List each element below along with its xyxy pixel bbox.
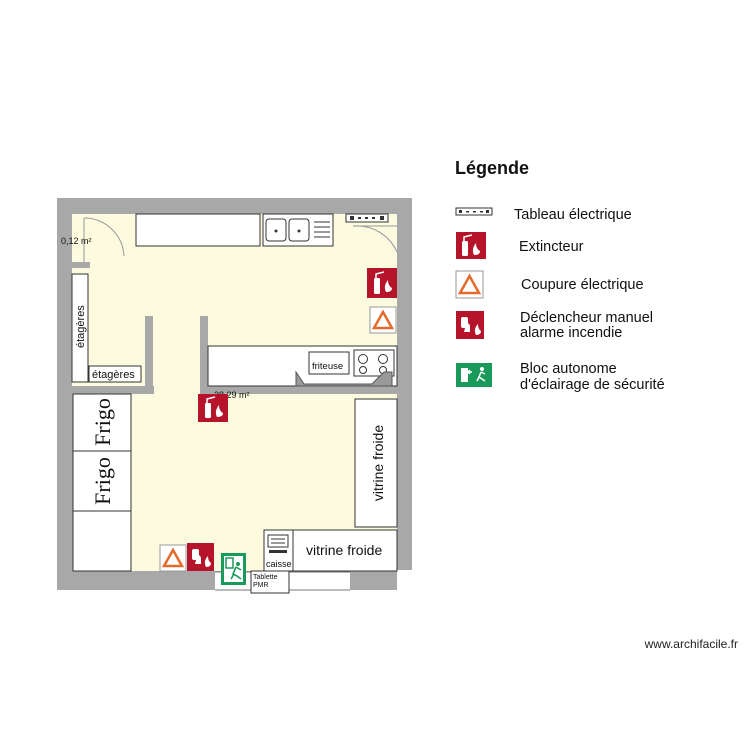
- svg-text:vitrine froide: vitrine froide: [370, 425, 386, 501]
- svg-text:caisse: caisse: [266, 559, 292, 569]
- svg-text:Frigo: Frigo: [90, 457, 115, 505]
- svg-text:vitrine froide: vitrine froide: [306, 542, 382, 558]
- legend-manual-alarm-line1: Déclencheur manuel: [520, 310, 653, 326]
- svg-text:PMR: PMR: [253, 582, 269, 589]
- watermark[interactable]: www.archifacile.fr: [644, 637, 738, 651]
- emergency-exit-icon-entrance: [221, 553, 246, 585]
- legend-extinguisher-icon: [456, 232, 486, 259]
- small-room-door: [83, 217, 125, 262]
- power-cutoff-icon-entrance: [159, 544, 187, 572]
- power-cutoff-icon-kitchen: [369, 306, 397, 334]
- svg-text:étagères: étagères: [92, 369, 135, 381]
- extinguisher-icon-kitchen: [367, 268, 397, 298]
- pmr-table: Tablette PMR: [250, 570, 290, 594]
- legend-emergency-light-line1: Bloc autonome: [520, 361, 617, 377]
- display-case-horizontal: vitrine froide: [292, 529, 398, 572]
- kitchen-door: [352, 225, 398, 253]
- svg-text:friteuse: friteuse: [312, 361, 343, 372]
- shelves-vertical: étagères: [71, 273, 89, 383]
- top-counter: [135, 213, 261, 247]
- legend-electrical-panel-icon: [455, 207, 493, 216]
- electrical-panel-icon: [345, 213, 389, 223]
- legend-emergency-light-icon: [456, 363, 492, 387]
- area-main-label: 28,29 m²: [214, 390, 250, 400]
- fridge-1: Frigo: [72, 393, 132, 452]
- svg-text:étagères: étagères: [75, 305, 87, 348]
- fridge-2: Frigo: [72, 450, 132, 512]
- legend-power-cutoff-icon: [455, 270, 484, 299]
- extinguisher-icon-main: [198, 394, 228, 422]
- svg-text:Frigo: Frigo: [90, 398, 115, 446]
- legend-title: Légende: [455, 158, 529, 178]
- svg-text:Tablette: Tablette: [253, 574, 278, 581]
- legend-manual-alarm-icon: [456, 311, 484, 339]
- manual-alarm-icon-entrance: [187, 543, 214, 571]
- area-small-label: 0,12 m²: [61, 236, 92, 246]
- fryer: [308, 351, 350, 375]
- double-sink: [262, 213, 334, 247]
- legend-electrical-panel-label: Tableau électrique: [514, 207, 632, 223]
- legend-extinguisher-label: Extincteur: [519, 239, 584, 255]
- kitchen-counter: friteuse: [207, 345, 398, 387]
- shelves-horizontal: étagères: [88, 365, 142, 383]
- legend-manual-alarm-line2: alarme incendie: [520, 325, 622, 341]
- legend-power-cutoff-label: Coupure électrique: [521, 277, 644, 293]
- legend-emergency-light-line2: d'éclairage de sécurité: [520, 377, 665, 393]
- cash-register: caisse: [263, 529, 294, 572]
- storage-cabinet: [72, 510, 132, 572]
- display-case-vertical: vitrine froide: [354, 398, 398, 528]
